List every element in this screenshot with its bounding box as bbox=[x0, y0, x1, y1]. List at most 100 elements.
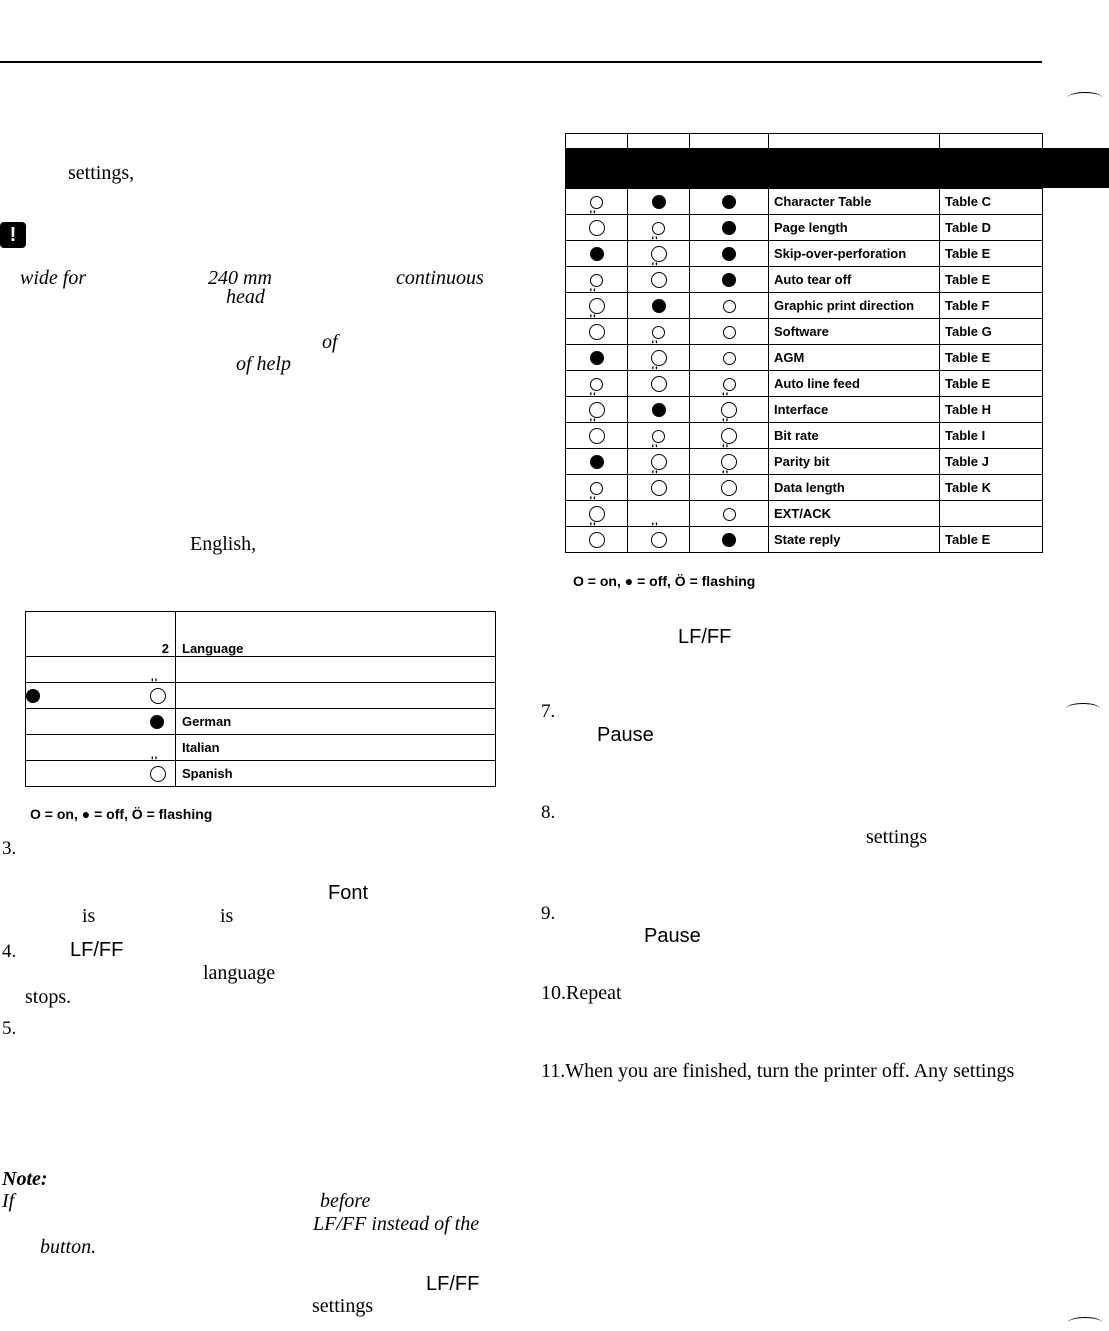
settings-cell-p bbox=[689, 292, 769, 319]
text-if: If bbox=[2, 1190, 15, 1212]
off-indicator-icon bbox=[589, 247, 604, 262]
settings-table-ref: Table G bbox=[939, 318, 1043, 345]
lang-label-spanish: Spanish bbox=[175, 760, 496, 787]
on-indicator-icon bbox=[652, 430, 665, 444]
on-indicator-icon bbox=[590, 378, 603, 392]
off-indicator-icon bbox=[651, 299, 666, 314]
settings-table-ref: Table J bbox=[939, 448, 1043, 475]
flashing-indicator-icon bbox=[650, 365, 667, 392]
text-lfff-2: LF/FF bbox=[426, 1273, 480, 1295]
on-indicator-icon bbox=[652, 222, 665, 236]
settings-label: Graphic print direction bbox=[768, 292, 940, 319]
text-settings: settings, bbox=[68, 162, 135, 184]
step-8-number: 8. bbox=[541, 802, 556, 823]
note-label: Note: bbox=[2, 1168, 48, 1190]
off-indicator-icon bbox=[150, 715, 164, 729]
settings-label: EXT/ACK bbox=[768, 500, 940, 527]
settings-cell-f1 bbox=[565, 344, 628, 371]
settings-cell-f1 bbox=[565, 313, 628, 345]
settings-label: Interface bbox=[768, 396, 940, 423]
settings-cell-p bbox=[689, 214, 769, 241]
flashing-indicator-icon bbox=[721, 391, 737, 418]
settings-table-ref: Table D bbox=[939, 214, 1043, 241]
flashing-indicator-icon bbox=[588, 495, 605, 522]
flashing-indicator-icon bbox=[588, 521, 605, 548]
language-table: 2 Language German Italian Spanish bbox=[25, 611, 496, 787]
text-stops: stops. bbox=[25, 986, 72, 1008]
settings-table-ref: Table E bbox=[939, 526, 1043, 553]
settings-label: Parity bit bbox=[768, 448, 940, 475]
settings-cell-f1 bbox=[565, 240, 628, 267]
settings-row: EXT/ACK bbox=[565, 495, 1043, 527]
text-of: of bbox=[322, 331, 338, 353]
flashing-indicator-icon bbox=[588, 209, 605, 236]
off-indicator-icon bbox=[722, 195, 736, 210]
off-indicator-icon bbox=[722, 533, 736, 548]
settings-label: Software bbox=[768, 318, 940, 345]
flashing-indicator-icon bbox=[650, 469, 667, 496]
settings-label: Data length bbox=[768, 474, 940, 501]
text-button: button. bbox=[40, 1236, 97, 1258]
language-table-header: 2 Language bbox=[25, 611, 496, 657]
text-wide-for: wide for bbox=[20, 267, 87, 289]
settings-table-ref: Table F bbox=[939, 292, 1043, 319]
text-lfff: LF/FF bbox=[70, 939, 124, 961]
lang-header-num: 2 bbox=[25, 611, 176, 657]
margin-mark bbox=[1068, 92, 1102, 103]
flashing-indicator-icon bbox=[650, 443, 667, 470]
flashing-indicator-icon bbox=[588, 313, 605, 340]
text-settings-2: settings bbox=[312, 1295, 374, 1317]
settings-cell-f2 bbox=[627, 521, 690, 553]
on-indicator-icon bbox=[590, 196, 603, 210]
text-pause-1: Pause bbox=[597, 724, 654, 746]
settings-cell-f2 bbox=[627, 469, 690, 501]
text-pause-2: Pause bbox=[644, 925, 701, 947]
text-english: English, bbox=[190, 533, 257, 555]
margin-mark bbox=[1066, 703, 1100, 714]
flashing-indicator-icon bbox=[650, 261, 667, 288]
settings-cell-p bbox=[689, 318, 769, 345]
on-indicator-icon bbox=[722, 352, 736, 366]
lang-header-label: Language bbox=[175, 611, 496, 657]
settings-cell-p bbox=[689, 469, 769, 501]
settings-cell-p bbox=[689, 240, 769, 267]
flashing-indicator-icon bbox=[721, 469, 737, 496]
settings-table-ref bbox=[939, 500, 1043, 527]
step-7-number: 7. bbox=[541, 701, 556, 722]
settings-table-ref: Table H bbox=[939, 396, 1043, 423]
lang-row: Spanish bbox=[25, 755, 496, 787]
text-is-1: is bbox=[82, 905, 96, 927]
flashing-indicator-icon bbox=[650, 235, 667, 262]
text-before: before bbox=[320, 1190, 371, 1212]
off-indicator-icon bbox=[722, 221, 736, 236]
flashing-indicator-icon bbox=[650, 521, 667, 548]
text-of-help: of help bbox=[236, 353, 291, 375]
text-head: head bbox=[226, 286, 265, 308]
settings-label: State reply bbox=[768, 526, 940, 553]
flashing-indicator-icon bbox=[650, 339, 667, 366]
on-indicator-icon bbox=[722, 300, 736, 314]
redaction-bar bbox=[565, 148, 1109, 188]
settings-table-ref: Table I bbox=[939, 422, 1043, 449]
settings-label: Bit rate bbox=[768, 422, 940, 449]
off-indicator-icon bbox=[651, 195, 666, 210]
off-indicator-icon bbox=[722, 273, 736, 288]
on-indicator-icon bbox=[590, 274, 603, 288]
settings-cell-f2 bbox=[627, 396, 690, 423]
flashing-indicator-icon bbox=[150, 755, 166, 782]
settings-cell-p bbox=[689, 526, 769, 553]
on-indicator-icon bbox=[652, 326, 665, 340]
off-indicator-icon bbox=[26, 689, 40, 703]
on-indicator-icon bbox=[722, 508, 736, 522]
